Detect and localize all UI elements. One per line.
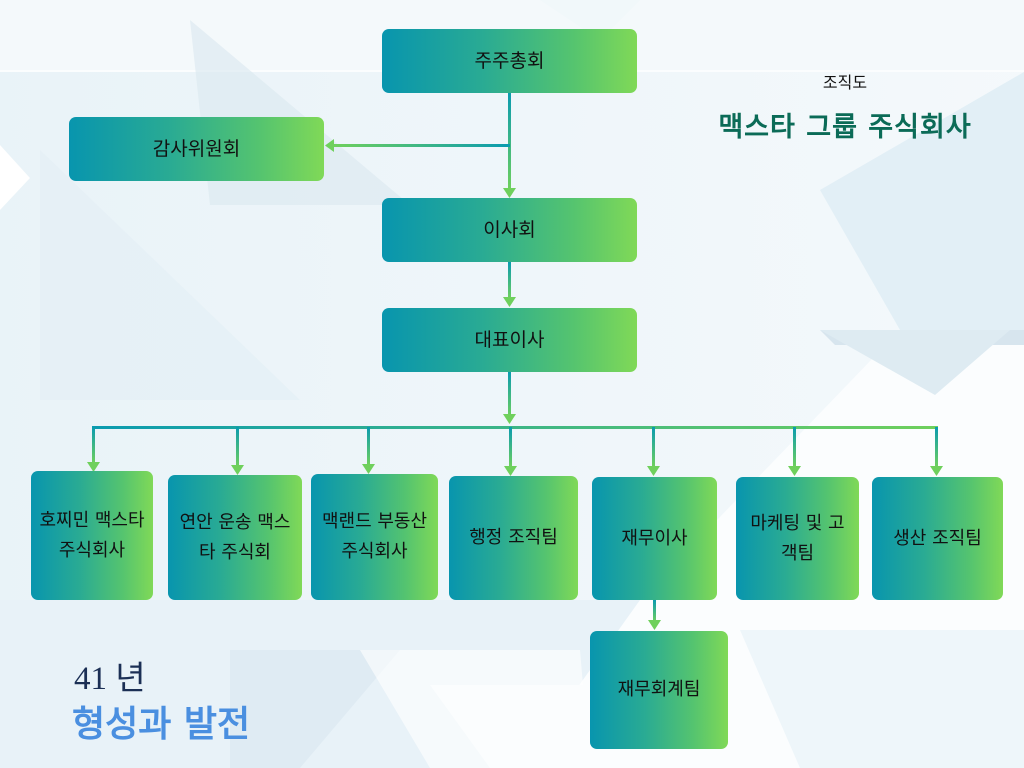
tagline: 형성과 발전: [72, 704, 251, 745]
chart-subtitle: 조직도: [822, 73, 868, 92]
node-label: 행정 조직팀: [469, 527, 558, 548]
node-label: 마케팅 및 고객팀: [750, 512, 845, 564]
company-title: 맥스타 그룹 주식회사: [718, 112, 972, 143]
node-label: 재무이사: [621, 527, 688, 549]
node-label: 연안 운송 맥스타 주식회: [179, 511, 291, 563]
node-audit-committee[interactable]: 감사위원회: [69, 117, 324, 181]
node-division-coastal-shipping[interactable]: 연안 운송 맥스타 주식회: [168, 475, 302, 600]
node-division-hochiminh[interactable]: 호찌민 맥스타 주식회사: [31, 471, 153, 600]
node-ceo[interactable]: 대표이사: [382, 308, 637, 372]
node-label: 호찌민 맥스타 주식회사: [39, 509, 145, 561]
node-label: 감사위원회: [152, 138, 241, 160]
node-label: 맥랜드 부동산 주식회사: [321, 511, 428, 562]
node-label: 생산 조직팀: [893, 527, 982, 549]
node-finance-team[interactable]: 재무회계팀: [590, 631, 728, 749]
node-label: 이사회: [483, 219, 536, 241]
node-division-cfo[interactable]: 재무이사: [592, 477, 717, 600]
node-division-admin[interactable]: 행정 조직팀: [449, 476, 578, 600]
node-label: 재무회계팀: [617, 679, 701, 700]
node-shareholders[interactable]: 주주총회: [382, 29, 637, 93]
node-division-marketing[interactable]: 마케팅 및 고객팀: [736, 477, 859, 600]
node-board[interactable]: 이사회: [382, 198, 637, 262]
node-division-production[interactable]: 생산 조직팀: [872, 477, 1003, 600]
node-label: 주주총회: [474, 50, 545, 72]
node-label: 대표이사: [474, 329, 545, 351]
years-label: 41 년: [74, 661, 146, 697]
node-division-maxland[interactable]: 맥랜드 부동산 주식회사: [311, 474, 438, 600]
